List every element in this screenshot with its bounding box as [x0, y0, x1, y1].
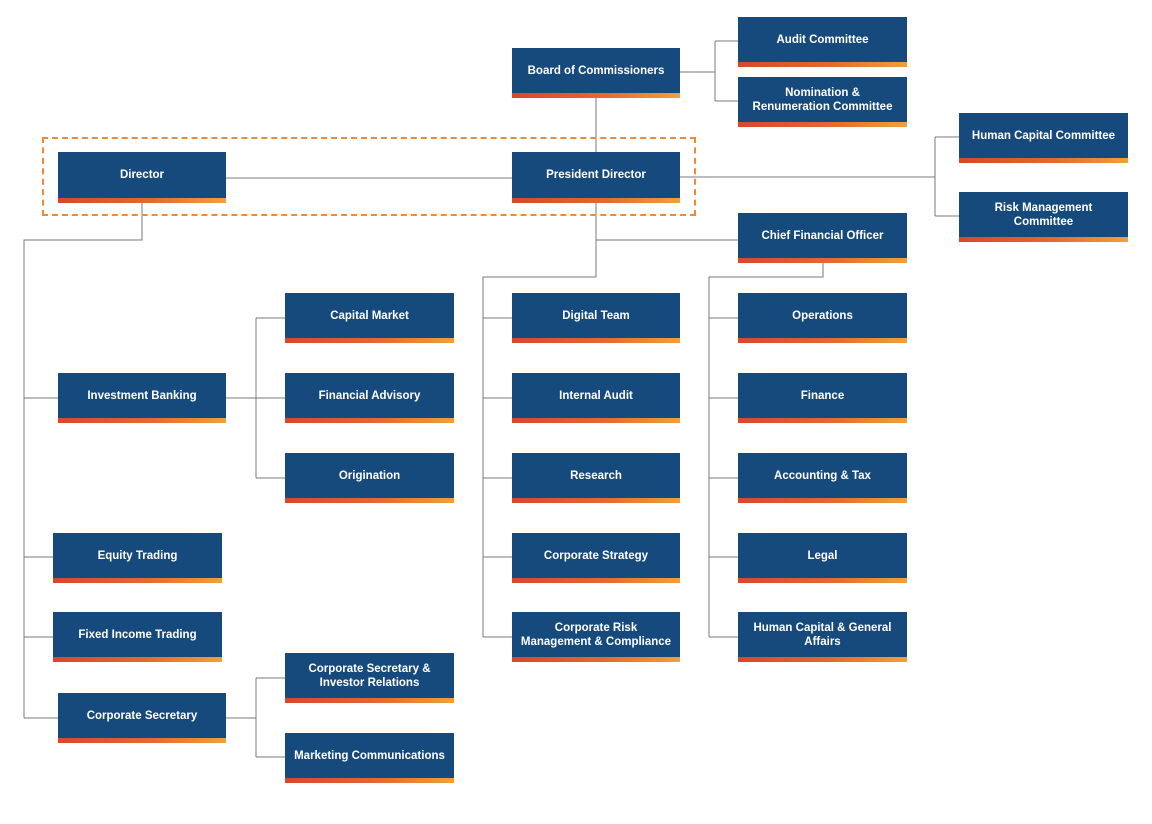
investment-banking-box: Investment Banking	[58, 373, 226, 423]
legal-box: Legal	[738, 533, 907, 583]
corporate-secretary-box: Corporate Secretary	[58, 693, 226, 743]
corporate-risk-management-box: Corporate Risk Management & Compliance	[512, 612, 680, 662]
corporate-strategy-box: Corporate Strategy	[512, 533, 680, 583]
internal-audit-box: Internal Audit	[512, 373, 680, 423]
equity-trading-box: Equity Trading	[53, 533, 222, 583]
leadership-highlight-frame	[42, 137, 696, 216]
nomination-committee-box: Nomination & Renumeration Committee	[738, 77, 907, 127]
human-capital-general-affairs-box: Human Capital & General Affairs	[738, 612, 907, 662]
origination-box: Origination	[285, 453, 454, 503]
finance-box: Finance	[738, 373, 907, 423]
capital-market-box: Capital Market	[285, 293, 454, 343]
corporate-secretary-investor-relations-box: Corporate Secretary & Investor Relations	[285, 653, 454, 703]
financial-advisory-box: Financial Advisory	[285, 373, 454, 423]
fixed-income-trading-box: Fixed Income Trading	[53, 612, 222, 662]
operations-box: Operations	[738, 293, 907, 343]
research-box: Research	[512, 453, 680, 503]
chief-financial-officer-box: Chief Financial Officer	[738, 213, 907, 263]
audit-committee-box: Audit Committee	[738, 17, 907, 67]
accounting-tax-box: Accounting & Tax	[738, 453, 907, 503]
risk-management-committee-box: Risk Management Committee	[959, 192, 1128, 242]
human-capital-committee-box: Human Capital Committee	[959, 113, 1128, 163]
marketing-communications-box: Marketing Communications	[285, 733, 454, 783]
president-director-box: President Director	[512, 152, 680, 203]
director-box: Director	[58, 152, 226, 203]
board-of-commissioners-box: Board of Commissioners	[512, 48, 680, 98]
digital-team-box: Digital Team	[512, 293, 680, 343]
